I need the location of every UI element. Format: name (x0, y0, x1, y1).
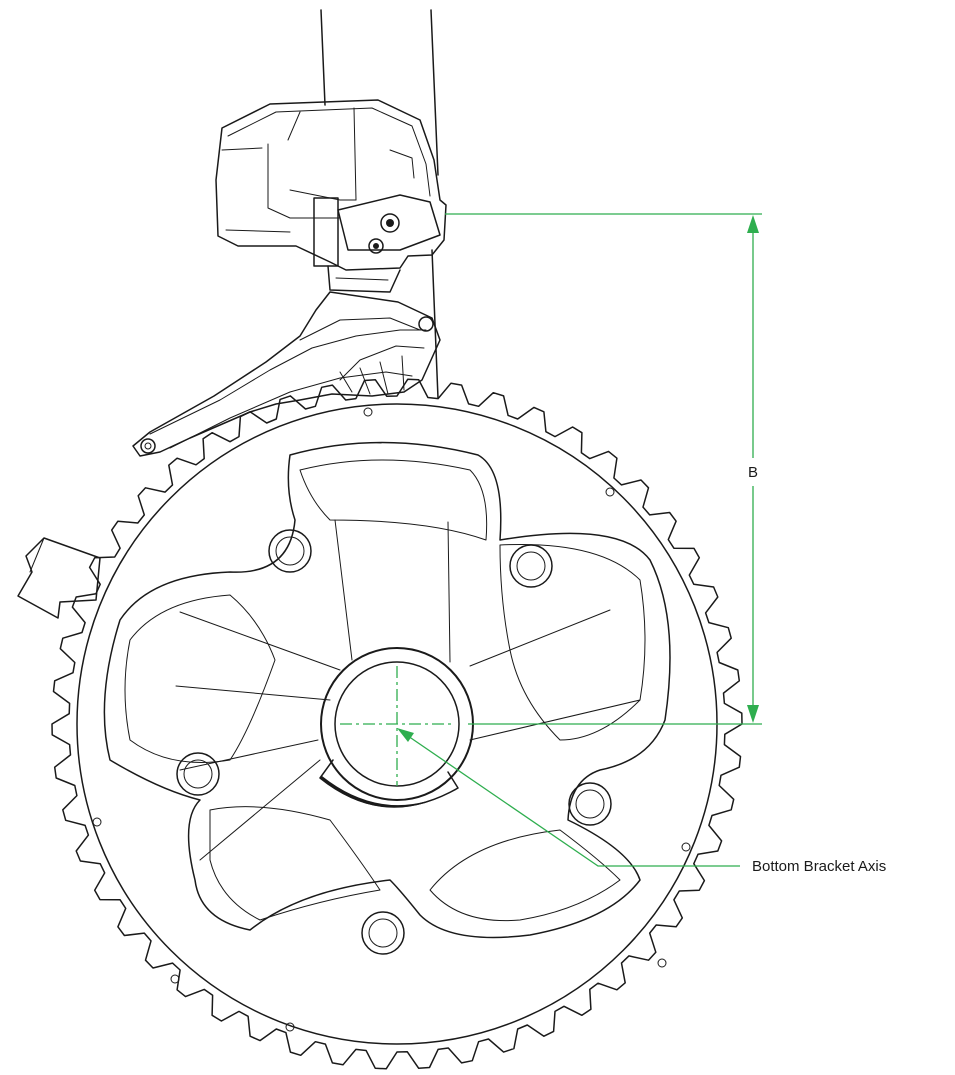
chainring-pins (92, 407, 691, 1032)
bottom-bracket-axis-label: Bottom Bracket Axis (752, 858, 886, 875)
chainstay-stub (17, 537, 101, 619)
axis-centerlines (340, 666, 455, 786)
chainring-bolts (176, 529, 612, 955)
chainring-teeth (51, 378, 743, 1070)
dimension-b-label: B (748, 464, 758, 481)
front-derailleur (132, 99, 447, 457)
bottom-bracket-axis-callout (397, 728, 740, 867)
dimension-b (445, 213, 762, 725)
seat-tube (320, 9, 439, 399)
crank-spider (103, 441, 671, 939)
